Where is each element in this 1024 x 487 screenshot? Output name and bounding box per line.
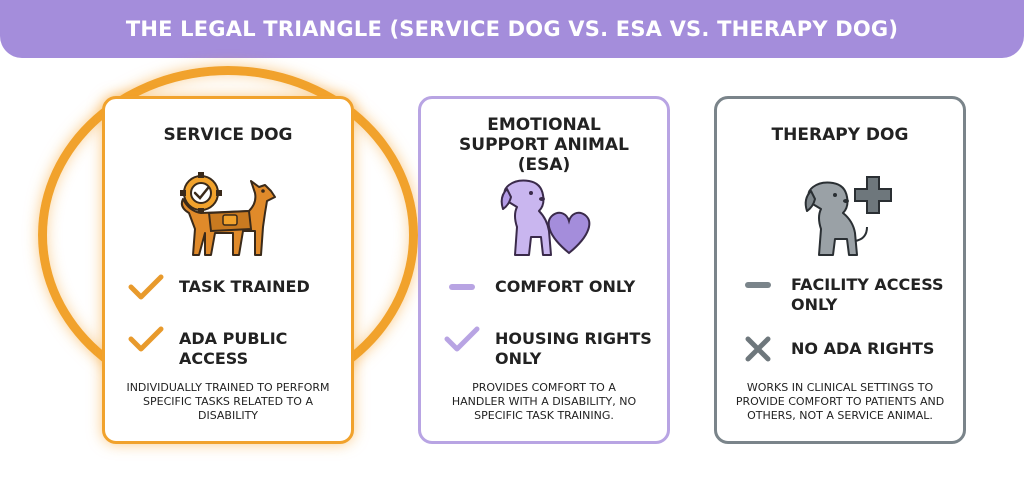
check-icon [127, 325, 165, 353]
check-icon [127, 273, 165, 301]
feature-housing-rights-only: HOUSING RIGHTS ONLY [443, 325, 655, 369]
dog-with-medical-cross-icon [804, 176, 892, 256]
feature-label: ADA PUBLIC ACCESS [179, 329, 288, 368]
feature-label: COMFORT ONLY [495, 277, 636, 296]
puppy-with-heart-icon [500, 179, 591, 256]
card-title: EMOTIONAL SUPPORT ANIMAL (ESA) [459, 115, 629, 175]
feature-label: NO ADA RIGHTS [791, 339, 935, 358]
check-icon [443, 325, 481, 353]
feature-facility-access-only: FACILITY ACCESS ONLY [739, 271, 951, 315]
card-therapy-dog: THERAPY DOG FACILITY ACCESS ONLY NO ADA … [714, 96, 966, 444]
x-icon [739, 335, 777, 363]
card-title: THERAPY DOG [771, 125, 909, 145]
service-dog-with-gear-badge-icon [180, 172, 276, 256]
card-description: WORKS IN CLINICAL SETTINGS TO PROVIDE CO… [735, 381, 945, 422]
card-description: PROVIDES COMFORT TO A HANDLER WITH A DIS… [451, 381, 637, 422]
dash-icon [443, 273, 481, 301]
card-description: INDIVIDUALLY TRAINED TO PERFORM SPECIFIC… [126, 381, 330, 422]
page-title: THE LEGAL TRIANGLE (SERVICE DOG VS. ESA … [125, 17, 899, 41]
card-title: SERVICE DOG [163, 125, 293, 145]
title-banner: THE LEGAL TRIANGLE (SERVICE DOG VS. ESA … [0, 0, 1024, 58]
feature-no-ada-rights: NO ADA RIGHTS [739, 335, 951, 363]
card-esa: EMOTIONAL SUPPORT ANIMAL (ESA) COMFORT O… [418, 96, 670, 444]
feature-label: TASK TRAINED [179, 277, 310, 296]
feature-ada-public-access: ADA PUBLIC ACCESS [127, 325, 339, 369]
feature-task-trained: TASK TRAINED [127, 273, 339, 301]
feature-comfort-only: COMFORT ONLY [443, 273, 655, 301]
dash-icon [739, 271, 777, 299]
feature-label: FACILITY ACCESS ONLY [791, 275, 944, 314]
feature-label: HOUSING RIGHTS ONLY [495, 329, 652, 368]
card-service-dog: SERVICE DOG TASK TRAINED ADA PU [102, 96, 354, 444]
